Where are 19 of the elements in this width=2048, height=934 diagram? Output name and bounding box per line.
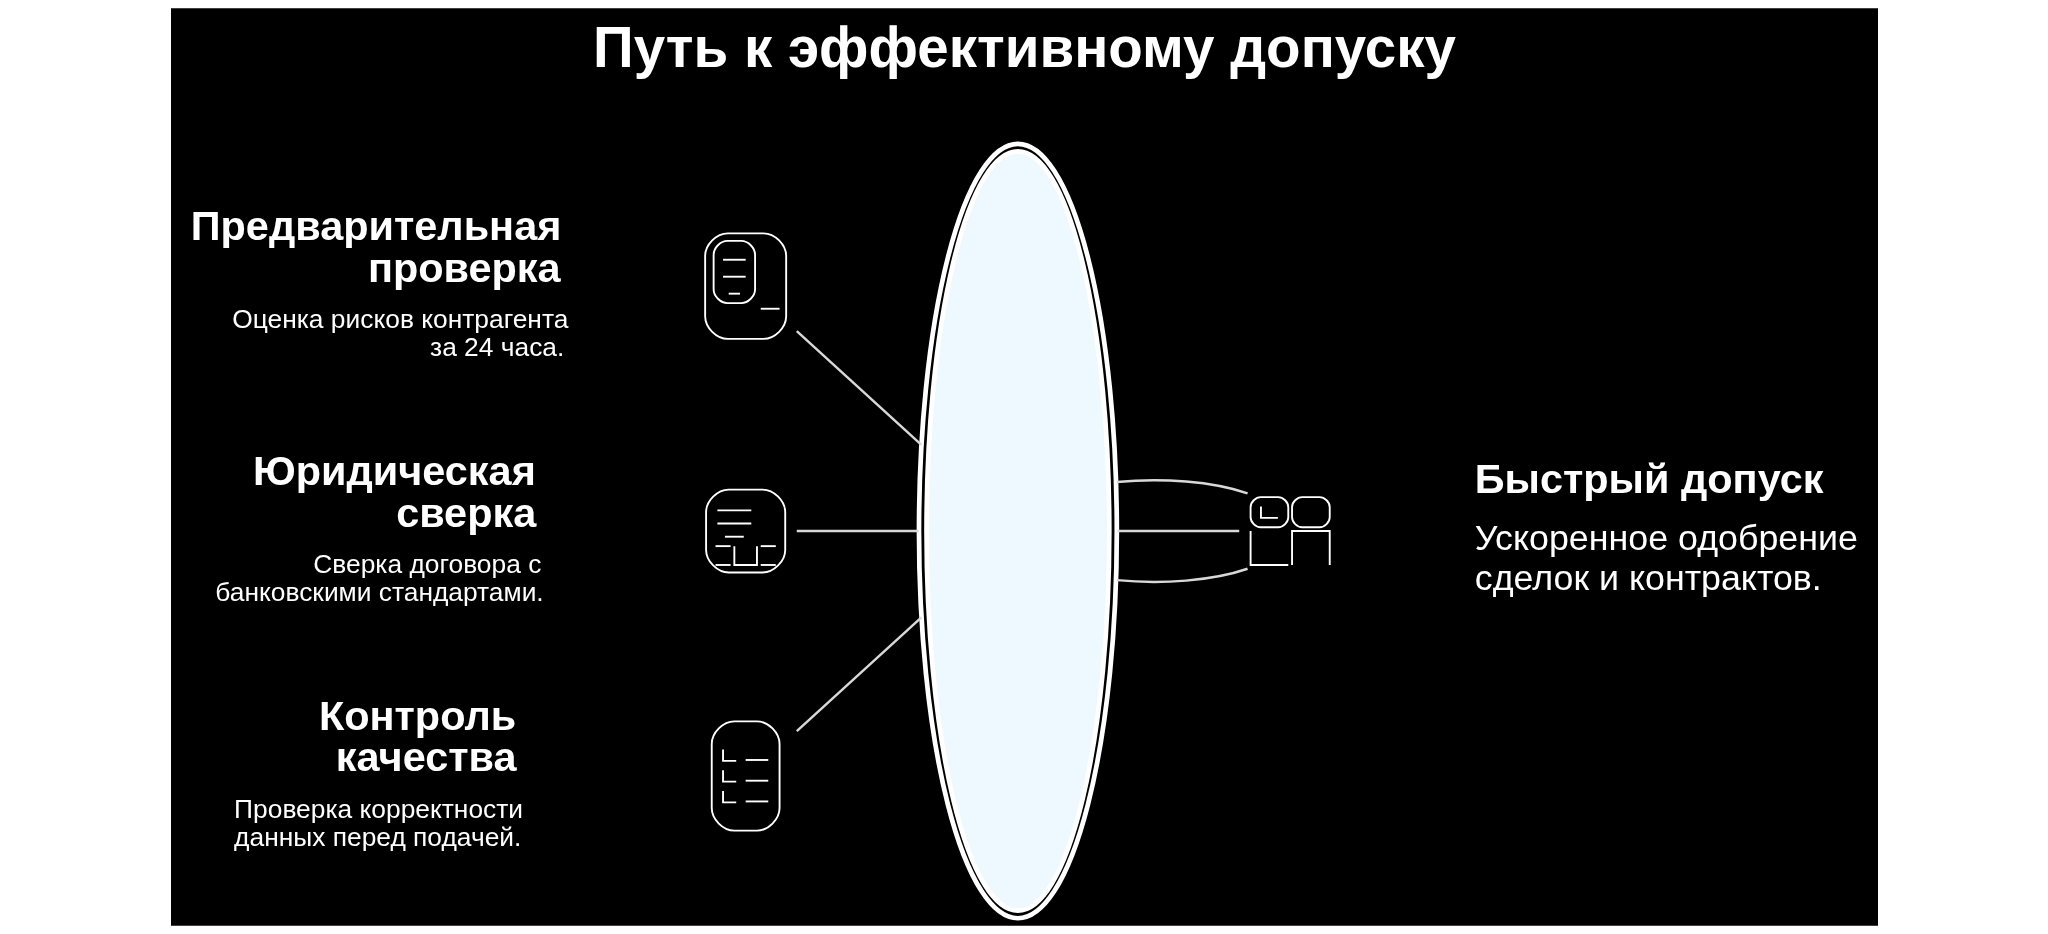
node-label: Оценка рисков контрагента за 24 часа. (231, 303, 568, 363)
connector (795, 616, 922, 732)
node-picture (710, 720, 780, 832)
connector (1117, 529, 1239, 533)
connector (1116, 478, 1248, 495)
connector (795, 330, 922, 446)
node-label: Ускоренное одобрение сделок и контрактов. (1474, 518, 1858, 598)
node-ellipse (916, 141, 1119, 921)
node-label: Контроль качества (318, 692, 516, 781)
node-label: Юридическая сверка (252, 447, 536, 536)
node-label: Быстрый допуск (1474, 454, 1823, 502)
connector (1116, 567, 1248, 584)
diagram-title: Путь к эффективному допуску (592, 15, 1456, 79)
connector (796, 529, 919, 533)
node-label: Предварительная проверка (190, 202, 561, 291)
node-label: Проверка корректности данных перед подачей. (233, 793, 523, 853)
node-picture (703, 232, 787, 340)
node-picture (704, 488, 786, 574)
node-label: Сверка договора с банковскими стандартами. (214, 548, 544, 608)
